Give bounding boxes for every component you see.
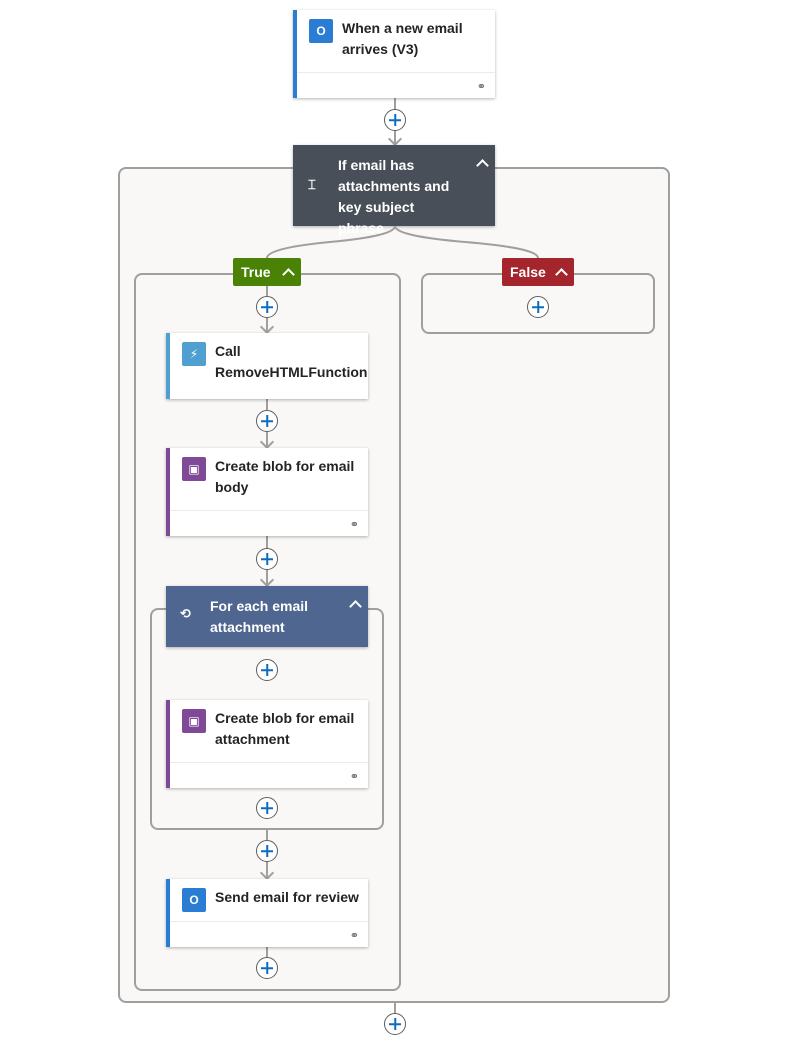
add-step-button[interactable]	[256, 410, 278, 432]
blob-storage-icon: ▣	[182, 457, 206, 481]
collapse-chevron-icon[interactable]	[349, 600, 362, 613]
false-branch-label[interactable]: False	[502, 258, 574, 286]
add-step-button[interactable]	[256, 797, 278, 819]
link-icon: ⚭	[476, 81, 486, 93]
condition-header[interactable]: ⌶ If email has attachments and key subje…	[293, 145, 495, 236]
link-icon: ⚭	[349, 771, 359, 783]
add-step-button[interactable]	[256, 957, 278, 979]
add-step-button[interactable]	[384, 109, 406, 131]
trigger-card[interactable]: O When a new email arrives (V3) ⚭	[293, 10, 495, 98]
add-step-button[interactable]	[256, 548, 278, 570]
card-title: Create blob for email body	[215, 458, 355, 495]
outlook-icon: O	[309, 19, 333, 43]
add-step-button[interactable]	[384, 1013, 406, 1035]
card-title: Call RemoveHTMLFunction	[215, 343, 368, 380]
branch-connectors	[266, 225, 539, 259]
true-branch-label[interactable]: True	[233, 258, 301, 286]
outlook-icon: O	[182, 888, 206, 912]
condition-title: If email has attachments and key subject…	[338, 157, 450, 236]
call-function-card[interactable]: ⚡ Call RemoveHTMLFunction	[166, 333, 368, 399]
add-step-button[interactable]	[527, 296, 549, 318]
card-title: Send email for review	[215, 889, 359, 905]
add-step-button[interactable]	[256, 659, 278, 681]
false-label-text: False	[510, 264, 546, 280]
condition-icon: ⌶	[308, 177, 316, 192]
send-email-card[interactable]: O Send email for review ⚭	[166, 879, 368, 947]
loop-icon: ⟲	[180, 606, 191, 621]
add-step-button[interactable]	[256, 840, 278, 862]
azure-function-icon: ⚡	[182, 342, 206, 366]
blob-body-card[interactable]: ▣ Create blob for email body ⚭	[166, 448, 368, 536]
collapse-chevron-icon[interactable]	[282, 268, 295, 281]
link-icon: ⚭	[349, 519, 359, 531]
card-title: When a new email arrives (V3)	[342, 20, 463, 57]
foreach-header[interactable]: ⟲ For each email attachment	[166, 586, 368, 647]
link-icon: ⚭	[349, 930, 359, 942]
blob-attachment-card[interactable]: ▣ Create blob for email attachment ⚭	[166, 700, 368, 788]
collapse-chevron-icon[interactable]	[555, 268, 568, 281]
foreach-title: For each email attachment	[210, 598, 309, 635]
true-label-text: True	[241, 264, 271, 280]
card-title: Create blob for email attachment	[215, 710, 355, 747]
add-step-button[interactable]	[256, 296, 278, 318]
blob-storage-icon: ▣	[182, 709, 206, 733]
